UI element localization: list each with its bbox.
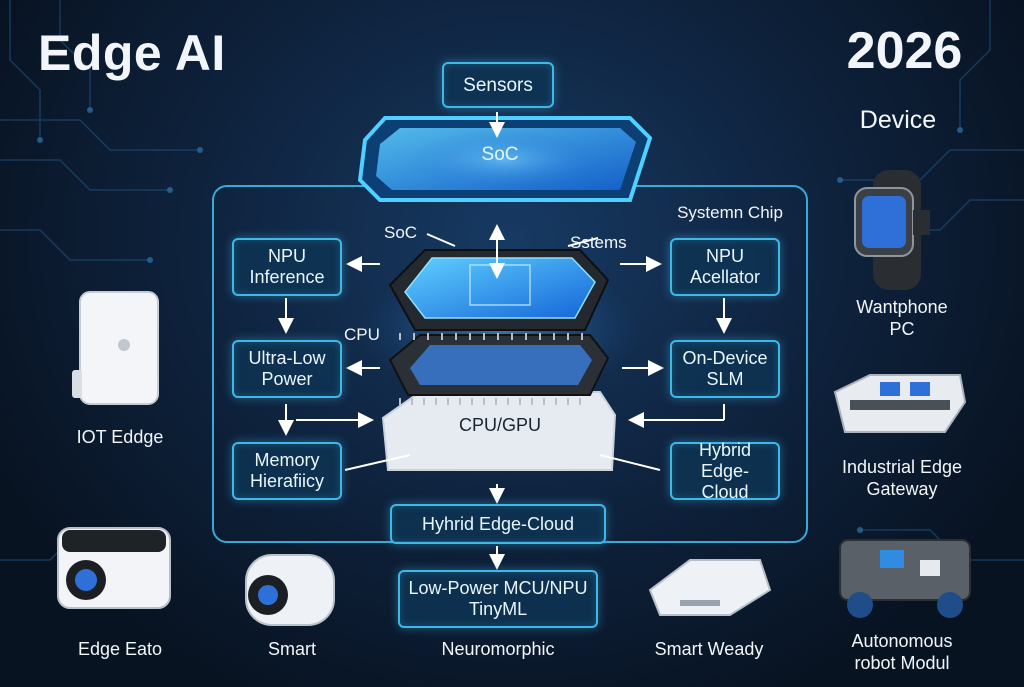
edge-camera-image — [57, 527, 171, 609]
neuromorphic-label: Neuromorphic — [441, 639, 555, 659]
device-subtitle: Device — [859, 106, 937, 134]
smart-ready-label: Smart Weady — [654, 639, 764, 659]
smartwatch-image — [854, 170, 930, 290]
soc-label: SoC — [384, 223, 418, 242]
robot-module-label: Autonomous robot Modul — [851, 631, 953, 673]
smart-label: Smart — [267, 639, 316, 659]
robot-image — [839, 539, 971, 618]
flow-arrows — [278, 112, 732, 570]
iot-edge-label: IOT Eddge — [76, 427, 164, 447]
phone-pc-label: Wantphone PC — [856, 297, 948, 339]
year-label: 2026 — [846, 22, 963, 80]
npu-inference-box: NPU Inference — [232, 238, 342, 296]
iot-hub-image — [72, 291, 159, 405]
smart-camera-image — [245, 554, 335, 626]
gateway-label: Industrial Edge Gateway — [841, 457, 963, 499]
npu-accelerator-box: NPU Acellator — [670, 238, 780, 296]
chip-stack — [360, 249, 640, 471]
hybrid-edge-cloud-box: Hybrid Edge-Cloud — [670, 440, 780, 502]
soc-plate — [357, 116, 653, 202]
cpu-label: CPU — [344, 325, 380, 344]
system-chip-label: Systemn Chip — [677, 203, 783, 222]
page-title: Edge AI — [38, 25, 226, 81]
edge-camera-label: Edge Eato — [77, 639, 163, 659]
systems-label: Sstems — [570, 233, 627, 252]
mcu-tinyml-box: Low-Power MCU/NPU TinyML — [398, 570, 598, 628]
smart-device-image — [648, 559, 772, 616]
sensors-box: Sensors — [442, 62, 554, 108]
hybrid-edge-cloud-bottom-box: Hyhrid Edge-Cloud — [390, 504, 606, 544]
on-device-slm-box: On-Device SLM — [670, 340, 780, 398]
ultra-low-power-box: Ultra-Low Power — [232, 340, 342, 398]
cpu-gpu-label: CPU/GPU — [458, 415, 541, 435]
soc-top-label: SoC — [481, 144, 519, 165]
memory-hierarchy-box: Memory Hierafiicy — [232, 442, 342, 500]
gateway-image — [833, 374, 967, 433]
